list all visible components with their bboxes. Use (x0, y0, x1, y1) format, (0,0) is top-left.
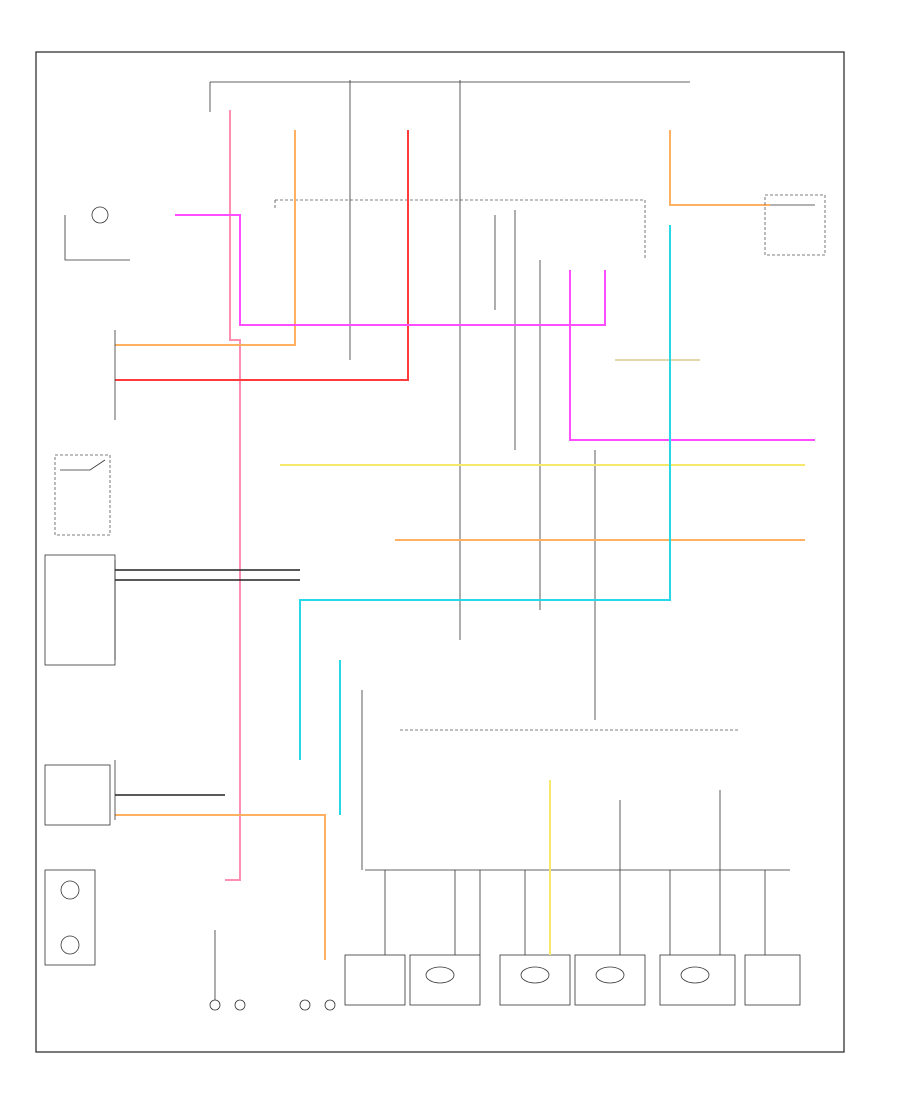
indicator-lamp-ground (64, 215, 130, 261)
wire-cyan-main (299, 225, 671, 760)
left-lamp-assembly (44, 869, 96, 966)
left-module-box (44, 554, 116, 666)
bulb-icon (209, 999, 221, 1011)
bulb-icon (425, 966, 455, 984)
wire-magenta-right (569, 270, 815, 441)
wire-red-center (115, 130, 409, 381)
indicator-lamp-icon (91, 206, 109, 224)
wire-orange-center (115, 130, 296, 346)
wire-orange-right-top (669, 130, 770, 206)
right-switch-outline (764, 194, 826, 256)
bulb-icon (595, 966, 625, 984)
lamp-license-right (744, 954, 801, 1006)
diagram-border (35, 51, 845, 1053)
bulb-icon (680, 966, 710, 984)
bulb-icon (324, 999, 336, 1011)
bulb-icon (60, 880, 80, 900)
left-switch (60, 459, 106, 471)
lamp-left-tail-1 (409, 954, 481, 1006)
wire-orange-lower (115, 814, 326, 960)
fuse-block-outline (274, 199, 646, 260)
lamp-right-tail-2 (659, 954, 736, 1006)
bulb-icon (234, 999, 246, 1011)
lamp-left-tail-2 (499, 954, 571, 1006)
wire-magenta-top (175, 214, 606, 326)
wire-pink-left-vertical (225, 110, 241, 881)
bulb-icon (299, 999, 311, 1011)
lamp-license-left (344, 954, 406, 1006)
left-lower-module-box (44, 764, 111, 826)
lamp-right-tail-1 (574, 954, 646, 1006)
left-switch-outline (54, 454, 111, 536)
bulb-icon (520, 966, 550, 984)
bulb-icon (60, 935, 80, 955)
